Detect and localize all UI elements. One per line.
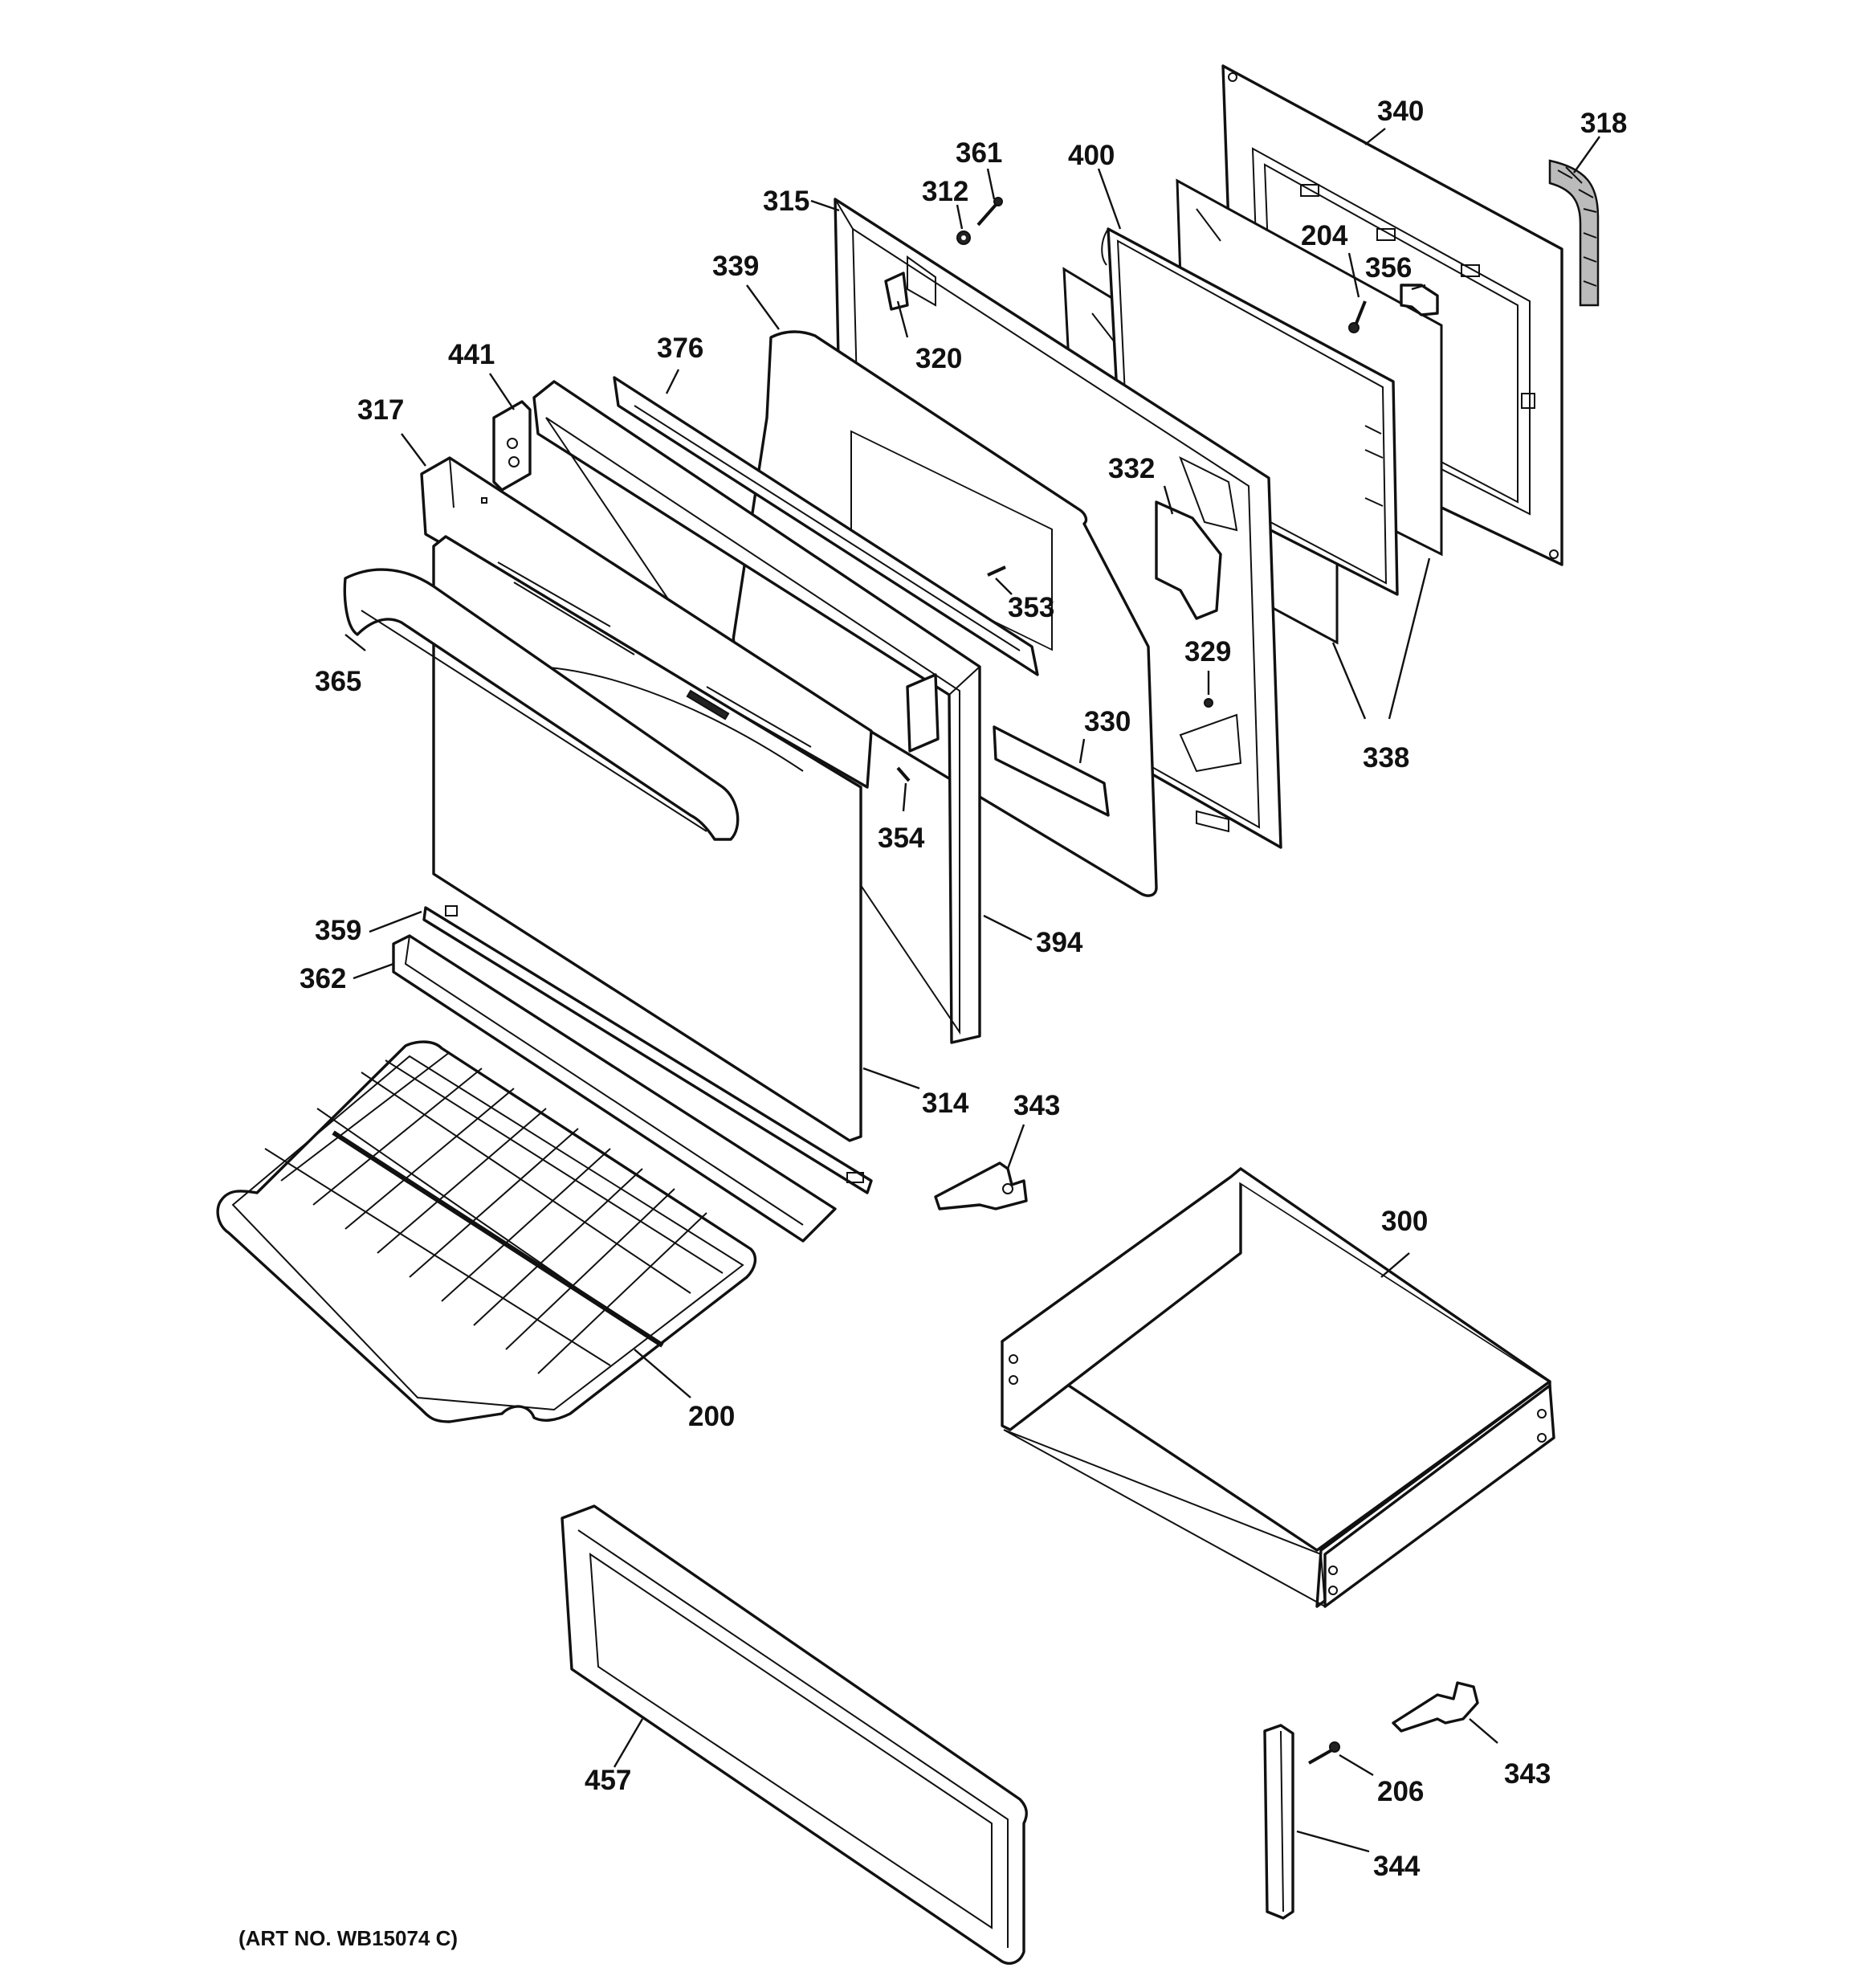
label-318: 318: [1580, 108, 1627, 139]
label-338: 338: [1363, 742, 1409, 774]
label-206: 206: [1377, 1776, 1424, 1807]
part-318-gasket: [1548, 159, 1600, 307]
label-314: 314: [922, 1088, 969, 1119]
part-329-screw: [1204, 698, 1213, 708]
part-200-oven-rack: [216, 1040, 757, 1423]
label-353: 353: [1008, 592, 1054, 623]
label-356: 356: [1365, 252, 1412, 284]
part-361-screw: [976, 197, 1003, 227]
part-330-plate: [993, 725, 1110, 817]
part-204-screw: [1348, 300, 1367, 333]
part-354-screw: [896, 766, 911, 782]
label-359: 359: [315, 915, 361, 946]
label-343-lower: 343: [1504, 1758, 1551, 1790]
leader-lines: [344, 128, 1600, 1853]
label-344: 344: [1373, 1851, 1421, 1882]
part-365-handle: [343, 568, 740, 841]
label-457: 457: [585, 1765, 631, 1796]
part-206-screw: [1308, 1741, 1340, 1765]
label-365: 365: [315, 666, 361, 697]
part-332-insulation: [1155, 500, 1222, 620]
part-362-vent-trim: [392, 934, 837, 1243]
part-353-screw: [987, 565, 1006, 577]
part-356-bracket: [1400, 284, 1439, 316]
label-200: 200: [688, 1401, 735, 1432]
label-329: 329: [1184, 636, 1231, 667]
label-362: 362: [300, 963, 346, 994]
art-number: (ART NO. WB15074 C): [238, 1926, 458, 1950]
label-320: 320: [915, 343, 962, 374]
label-394: 394: [1036, 927, 1083, 958]
part-457-drawer-front: [561, 1504, 1028, 1966]
label-315: 315: [763, 186, 809, 217]
label-300: 300: [1381, 1206, 1428, 1237]
label-354: 354: [878, 823, 925, 854]
label-312: 312: [922, 176, 968, 207]
label-317: 317: [357, 394, 404, 426]
part-300-drawer: [1001, 1167, 1555, 1608]
part-344-rail: [1263, 1724, 1294, 1920]
part-343-drawer-slide-lower: [1392, 1681, 1479, 1733]
label-400: 400: [1068, 140, 1115, 171]
label-204: 204: [1301, 220, 1348, 251]
part-343-drawer-slide-upper: [934, 1161, 1028, 1210]
part-376-vent-trim: [613, 376, 1039, 676]
part-312-nut: [956, 231, 971, 245]
label-340: 340: [1377, 96, 1424, 127]
label-330: 330: [1084, 706, 1131, 737]
label-441: 441: [448, 339, 495, 370]
part-317-panel-trim: [420, 456, 873, 789]
part-labels: 340 318 361 400 315 312 339 204 356 320 …: [238, 96, 1627, 1950]
label-339: 339: [712, 251, 759, 282]
part-359-bottom-trim: [422, 905, 873, 1194]
part-441-hinge-bracket: [492, 400, 532, 492]
part-320-clip: [884, 271, 909, 311]
label-376: 376: [657, 333, 703, 364]
label-332: 332: [1108, 453, 1155, 484]
label-361: 361: [956, 137, 1002, 169]
label-343-upper: 343: [1013, 1090, 1060, 1121]
